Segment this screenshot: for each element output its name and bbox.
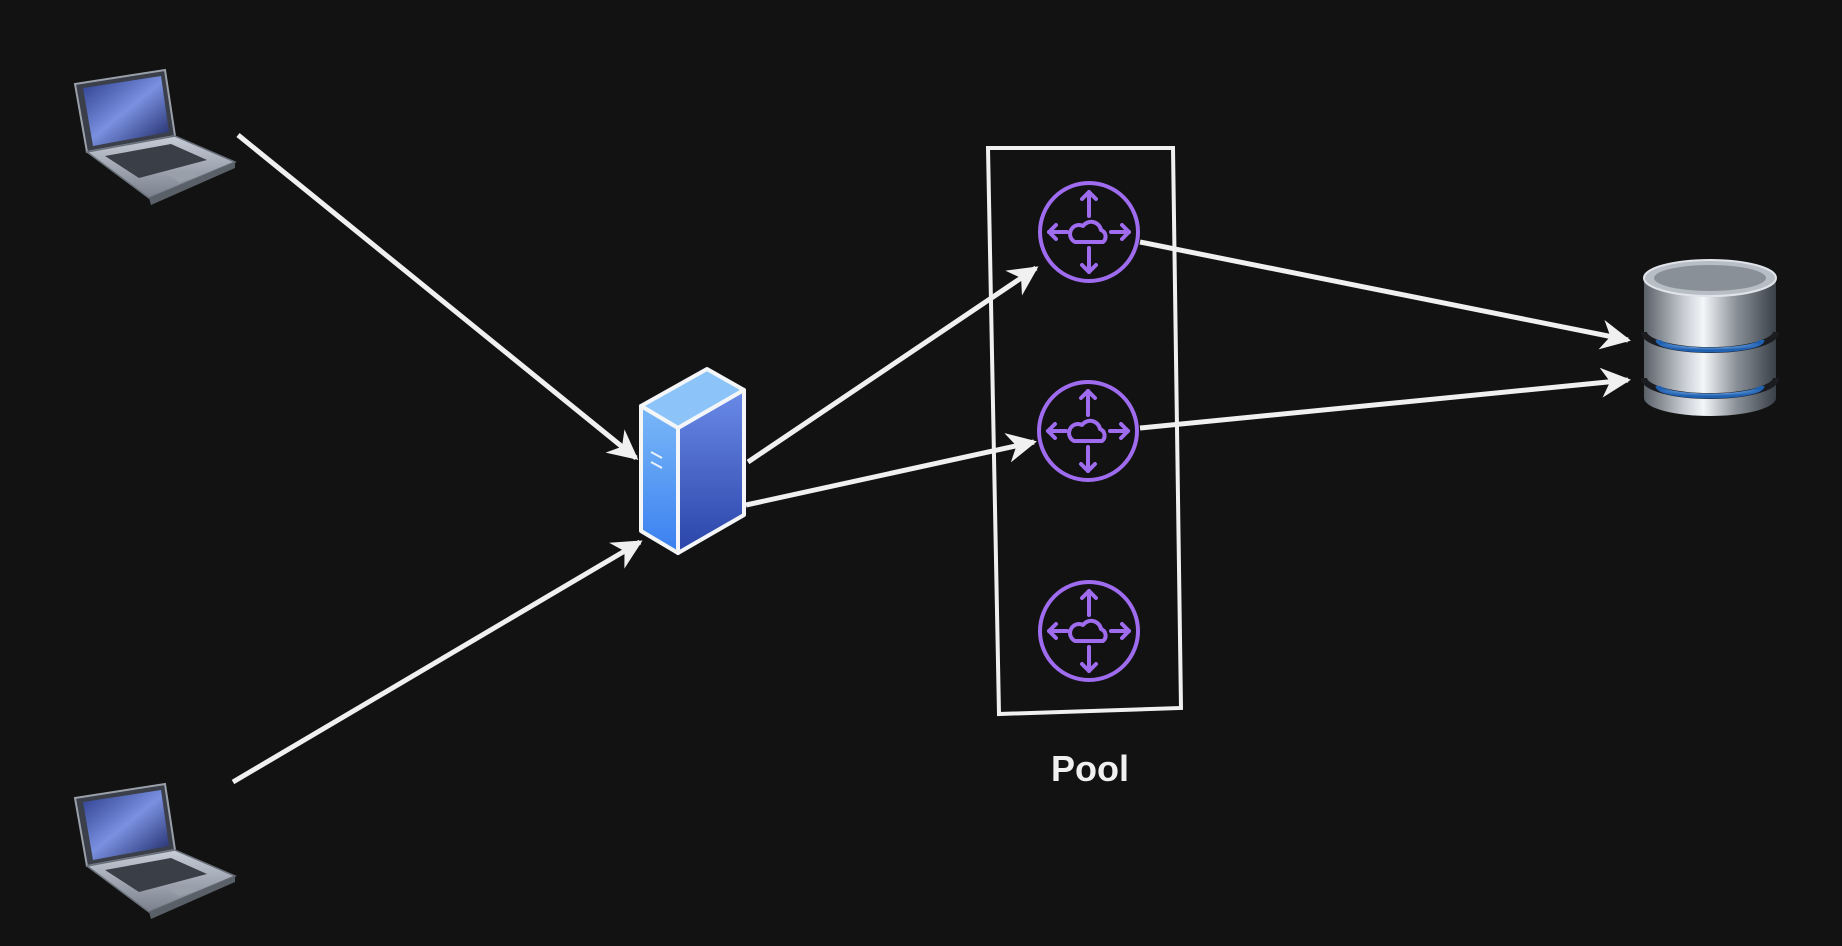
edge-client2-to-server <box>231 539 643 785</box>
edges <box>231 133 1631 785</box>
router-cloud-icon <box>1038 580 1140 682</box>
edge-pool-member-1-to-database <box>1139 239 1631 350</box>
edge-server-to-pool-member-1 <box>746 265 1039 465</box>
server-icon <box>639 367 746 555</box>
edge-pool-member-2-to-database <box>1139 367 1631 431</box>
edge-client1-to-server <box>236 133 639 460</box>
router-cloud-icon <box>1037 380 1139 482</box>
pool-label: Pool <box>1051 748 1129 789</box>
edge-server-to-pool-member-2 <box>745 433 1037 508</box>
laptop-icon <box>73 68 237 205</box>
database-icon <box>1641 259 1779 416</box>
router-cloud-icon <box>1038 181 1140 283</box>
laptop-icon <box>73 782 237 919</box>
pool-container <box>985 146 1184 717</box>
